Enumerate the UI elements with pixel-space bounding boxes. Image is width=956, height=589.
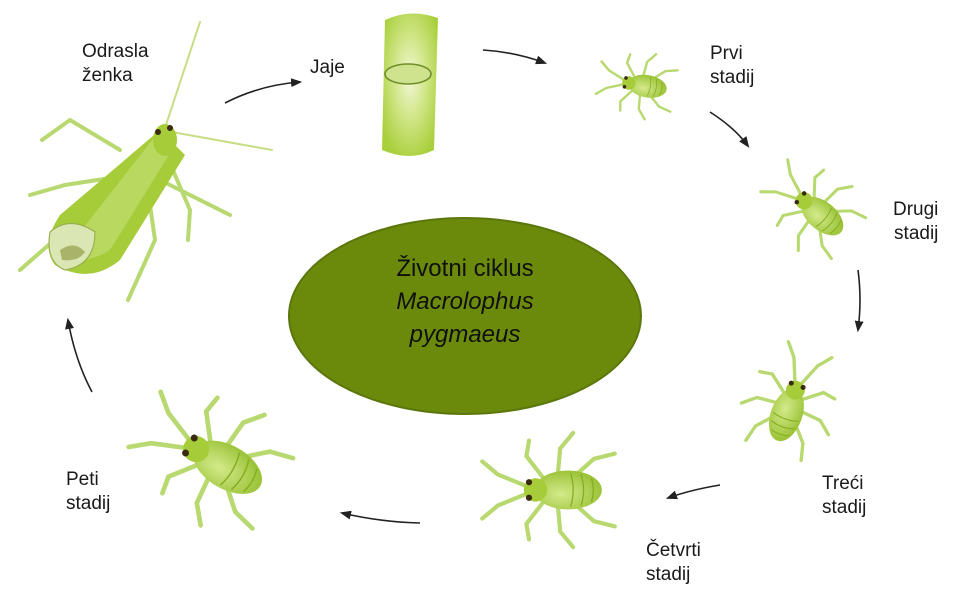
label-second-line2: stadij xyxy=(893,222,938,246)
label-adult-female: Odrasla ženka xyxy=(82,40,149,88)
egg-stem-illustration xyxy=(382,13,438,156)
arrow-adult-to-egg xyxy=(225,82,300,103)
label-fourth-line1: Četvrti xyxy=(646,539,701,563)
arrow-third-to-fourth xyxy=(668,485,720,498)
label-second-instar: Drugi stadij xyxy=(893,198,938,246)
label-egg-line1: Jaje xyxy=(310,56,345,80)
center-title-line1: Životni ciklus xyxy=(296,252,634,285)
arrow-fourth-to-fifth xyxy=(342,513,420,523)
label-adult-line1: Odrasla xyxy=(82,40,149,64)
label-third-line2: stadij xyxy=(822,496,866,520)
center-title: Životni ciklus Macrolophus pygmaeus xyxy=(296,252,634,351)
arrow-egg-to-first xyxy=(483,50,545,63)
arrow-fifth-to-adult xyxy=(68,320,92,392)
label-third-instar: Treći stadij xyxy=(822,472,866,520)
label-second-line1: Drugi xyxy=(893,198,938,222)
fourth-instar-illustration xyxy=(482,433,615,547)
fifth-instar-illustration xyxy=(113,364,305,548)
arrow-second-to-third xyxy=(858,270,860,330)
label-first-line2: stadij xyxy=(710,66,754,90)
label-fifth-instar: Peti stadij xyxy=(66,468,110,516)
label-adult-line2: ženka xyxy=(82,64,149,88)
label-fifth-line1: Peti xyxy=(66,468,110,492)
first-instar-illustration xyxy=(593,45,680,123)
label-fourth-instar: Četvrti stadij xyxy=(646,539,701,587)
second-instar-illustration xyxy=(747,144,875,270)
label-first-instar: Prvi stadij xyxy=(710,42,754,90)
label-third-line1: Treći xyxy=(822,472,866,496)
label-first-line1: Prvi xyxy=(710,42,754,66)
center-title-line2: Macrolophus xyxy=(296,285,634,318)
label-fourth-line2: stadij xyxy=(646,563,701,587)
arrow-first-to-second xyxy=(710,112,748,146)
third-instar-illustration xyxy=(730,334,853,466)
label-fifth-line2: stadij xyxy=(66,492,110,516)
label-egg: Jaje xyxy=(310,56,345,80)
center-title-line3: pygmaeus xyxy=(296,318,634,351)
